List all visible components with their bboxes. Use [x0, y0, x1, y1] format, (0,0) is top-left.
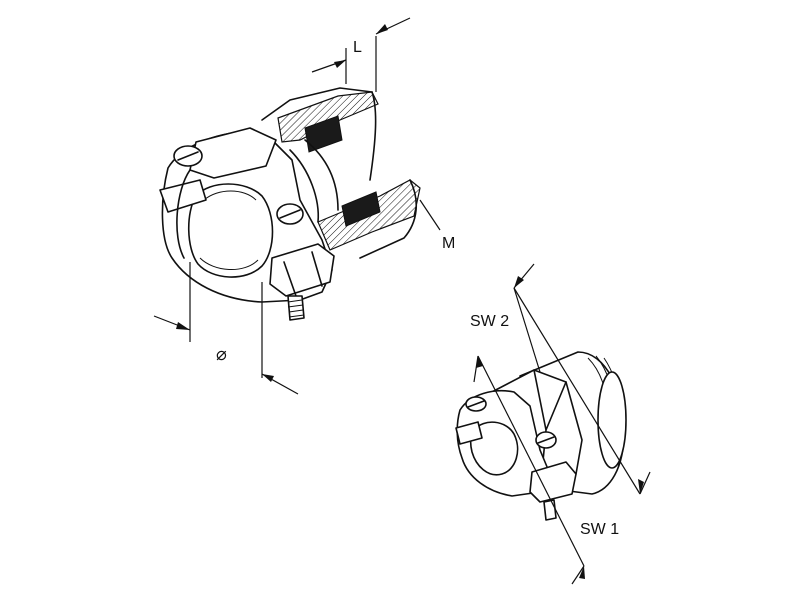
sectional-connector-view — [159, 87, 421, 321]
top-screw-slot — [177, 151, 199, 161]
label-wrench-size-1: SW 1 — [580, 521, 619, 538]
dim-sw2-arrow-top — [514, 276, 524, 288]
sleeve-right-edge — [369, 91, 377, 181]
small-side-screw-slot — [537, 436, 555, 444]
dim-sw2-extension — [513, 287, 541, 373]
label-diameter: ⌀ — [216, 344, 227, 364]
clamp-inner-thread-2 — [199, 257, 259, 271]
label-wrench-size-2: SW 2 — [470, 313, 509, 330]
sleeve-inner-curve — [289, 149, 320, 223]
sleeve-top-edge — [261, 87, 373, 121]
sleeve-inner-curve-2 — [304, 139, 339, 211]
small-clamp — [456, 390, 551, 497]
clamp-left-ear — [159, 179, 207, 213]
bottom-screw-threads — [287, 299, 305, 318]
dim-l-arrow-right — [376, 24, 388, 34]
dim-d-arrow-left — [176, 322, 190, 330]
dim-sw1-arrow-bottom-line — [571, 565, 585, 585]
label-thread: M — [442, 235, 455, 252]
dim-l-arrow-left — [334, 60, 346, 68]
dim-sw2-line — [513, 287, 641, 495]
dim-sw2-arrow-bottom-line — [639, 471, 651, 495]
clamp-inner-thread-1 — [203, 190, 257, 201]
small-left-ear — [455, 421, 483, 445]
upper-thread-band — [304, 115, 343, 153]
dim-sw1-arrow-bottom — [579, 566, 585, 579]
upper-section-cut — [277, 91, 379, 143]
sleeve-lower-right — [359, 179, 418, 259]
lower-thread-band — [341, 191, 381, 227]
dim-sw1-line — [477, 355, 585, 567]
clamp-inner-opening — [187, 183, 274, 278]
small-top-screw-slot — [467, 400, 485, 408]
small-bottom-block — [529, 461, 577, 503]
dim-m-leader — [419, 199, 441, 231]
dim-sw2-arrow-bottom — [638, 479, 644, 494]
label-length: L — [353, 39, 362, 56]
dim-sw1-arrow-top — [476, 356, 483, 368]
side-screw-slot — [279, 209, 301, 219]
dim-d-arrow-right — [262, 374, 274, 382]
clamp-bottom-seam — [283, 251, 323, 297]
sleeve-end-face — [597, 371, 627, 469]
assembled-connector-view — [455, 351, 627, 521]
small-clamp-opening — [469, 421, 519, 476]
dimension-lines — [153, 17, 651, 585]
clamp-bottom-block — [269, 243, 335, 297]
lower-flange — [176, 169, 191, 259]
small-bottom-screw — [543, 499, 557, 521]
